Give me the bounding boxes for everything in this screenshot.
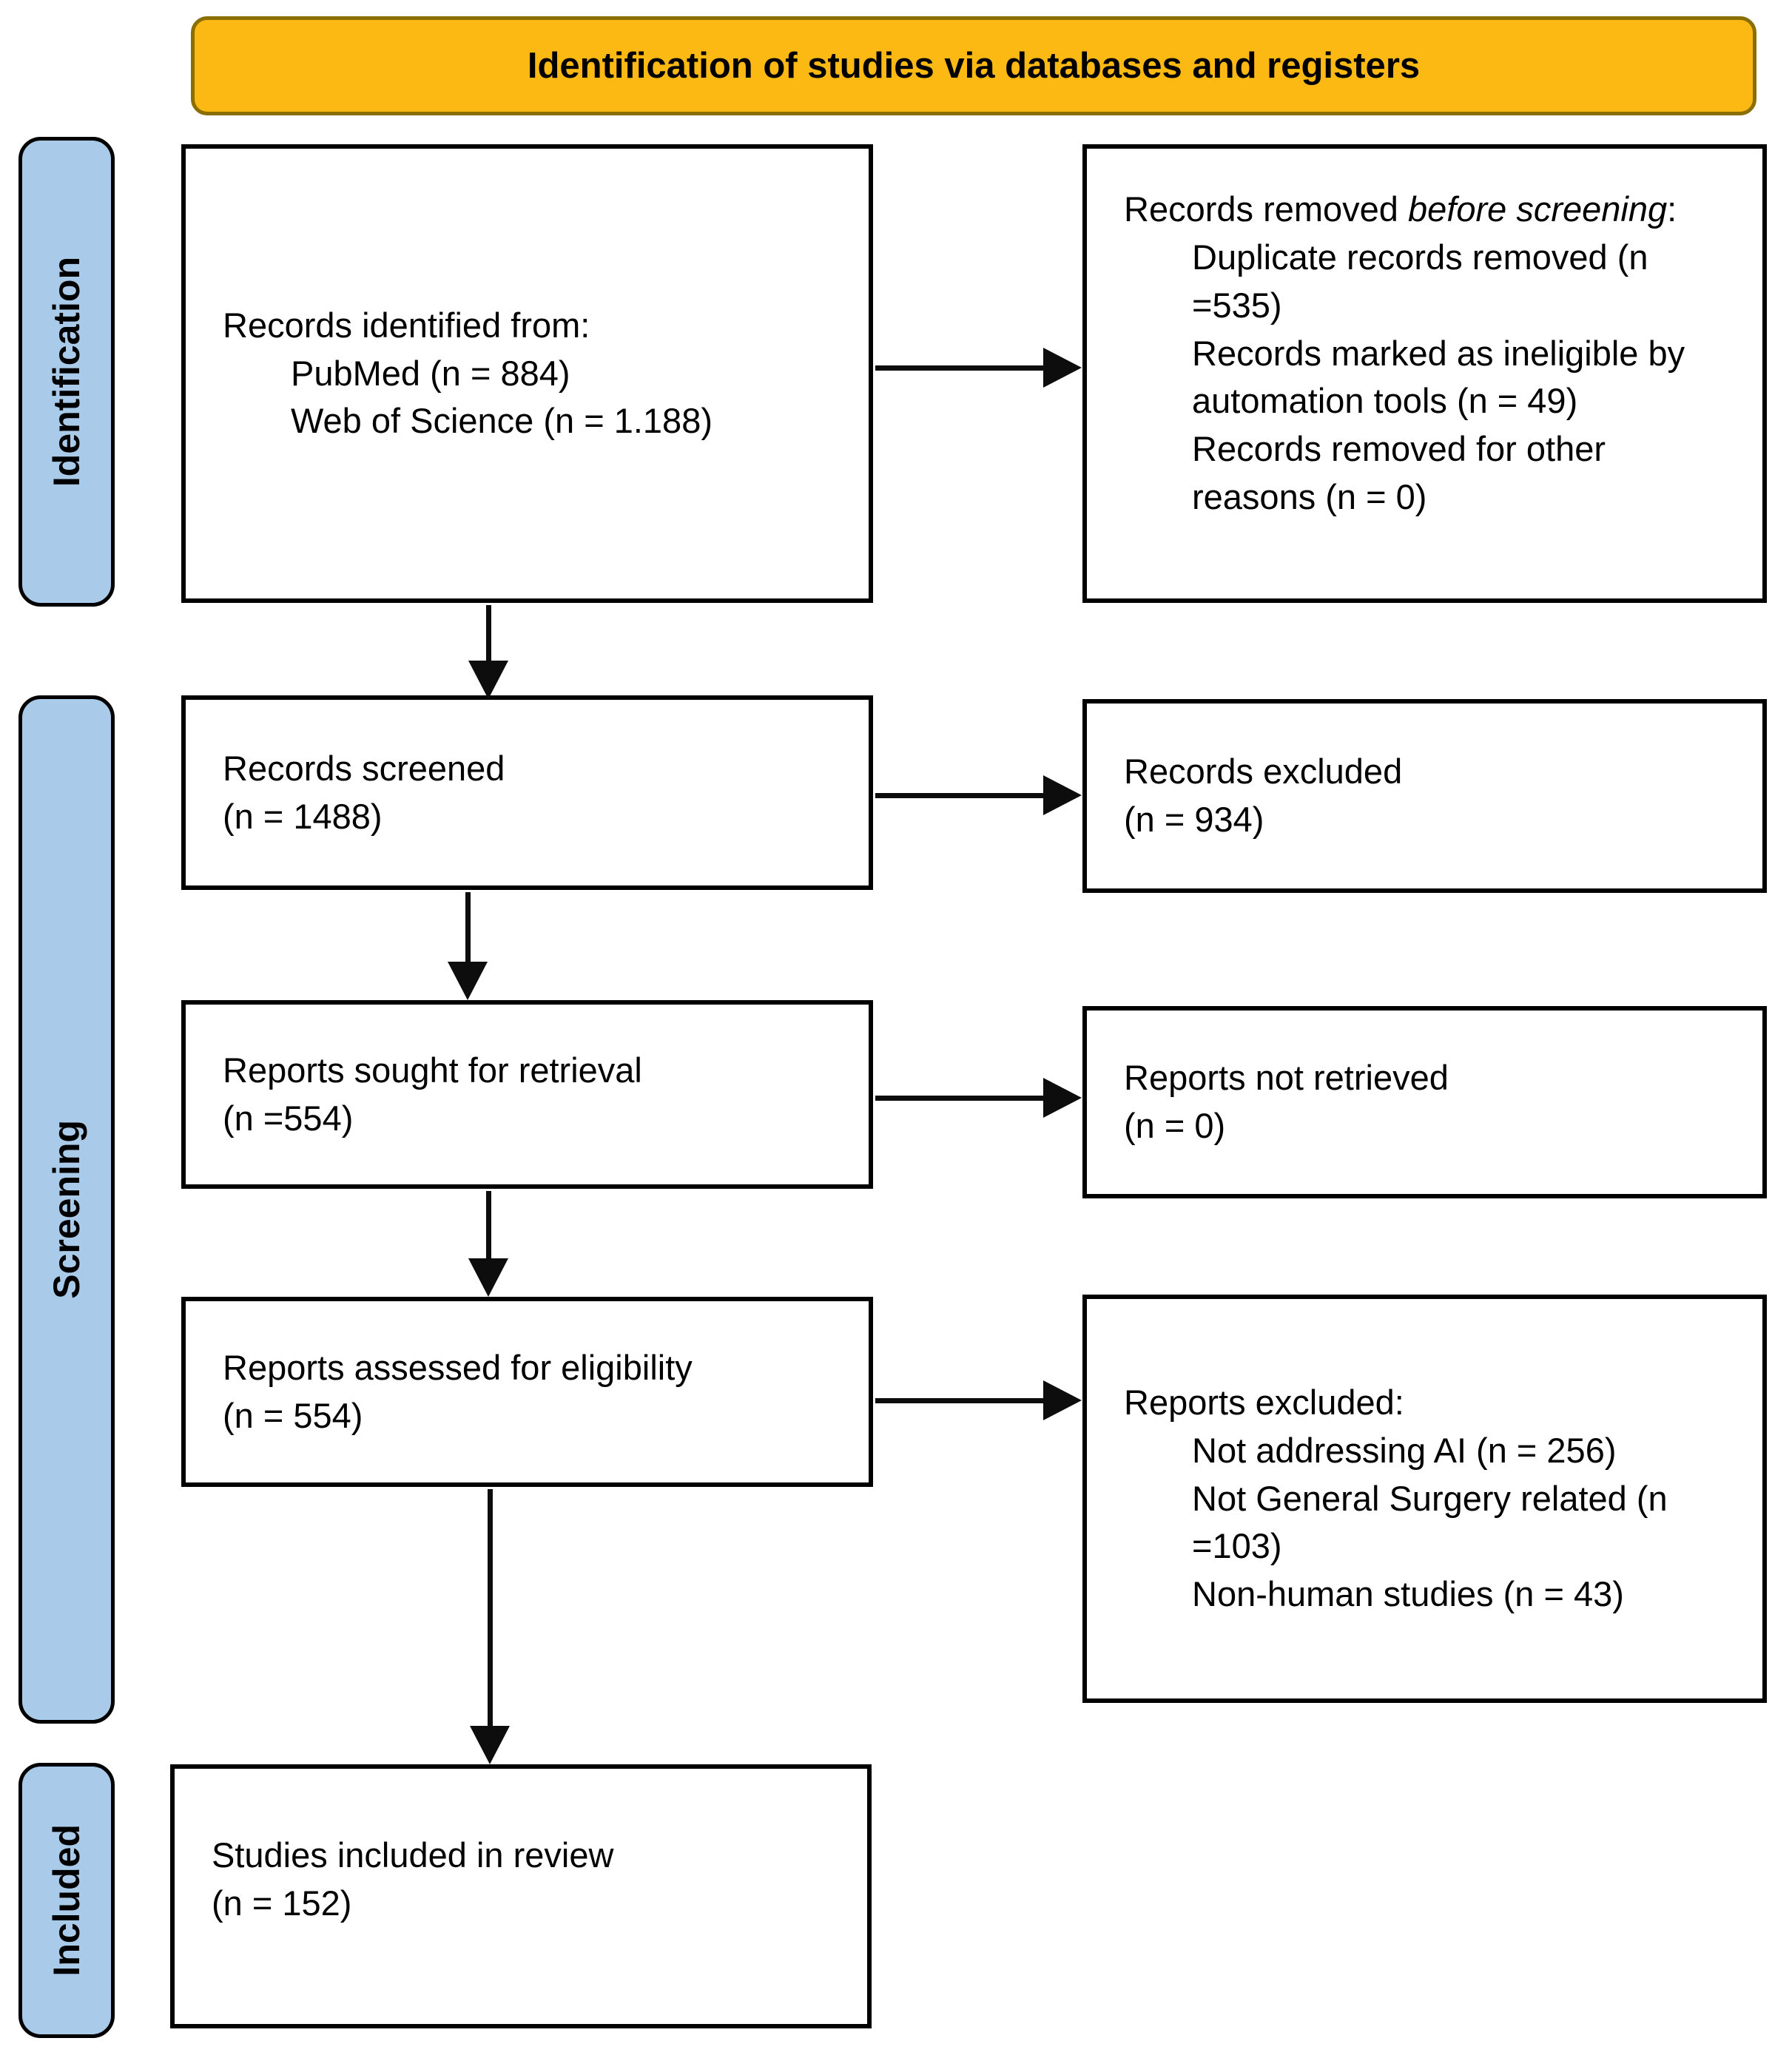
- arrow-screened-to-sought: [465, 892, 471, 963]
- arrow-down-icon: [468, 661, 508, 699]
- reports-not-retrieved-label: Reports not retrieved: [1124, 1058, 1449, 1098]
- arrow-screened-to-excluded: [875, 793, 1045, 798]
- records-removed-item-duplicates: Duplicate records removed (n =535): [1192, 237, 1648, 325]
- records-removed-heading: Records removed before screening:: [1124, 186, 1736, 234]
- arrow-right-icon: [1043, 348, 1082, 388]
- records-screened-label: Records screened: [223, 748, 505, 788]
- box-records-screened: Records screened (n = 1488): [181, 695, 873, 890]
- arrow-sought-to-not-retrieved: [875, 1096, 1045, 1101]
- arrow-down-icon: [470, 1726, 510, 1764]
- header-title: Identification of studies via databases …: [527, 46, 1421, 86]
- records-screened-count: (n = 1488): [223, 796, 383, 836]
- reports-not-retrieved-count: (n = 0): [1124, 1106, 1226, 1145]
- arrow-right-icon: [1043, 1078, 1082, 1118]
- records-removed-heading-italic: before screening: [1408, 189, 1668, 229]
- reports-assessed-label: Reports assessed for eligibility: [223, 1347, 693, 1387]
- records-identified-item-pubmed: PubMed (n = 884): [291, 353, 570, 393]
- box-studies-included: Studies included in review (n = 152): [170, 1764, 872, 2028]
- box-reports-sought: Reports sought for retrieval (n =554): [181, 1000, 873, 1189]
- records-excluded-label: Records excluded: [1124, 752, 1403, 792]
- reports-excluded-item-surgery: Not General Surgery related (n =103): [1192, 1478, 1668, 1566]
- records-excluded-count: (n = 934): [1124, 800, 1264, 839]
- header-banner: Identification of studies via databases …: [191, 16, 1756, 115]
- studies-included-label: Studies included in review: [212, 1835, 614, 1875]
- box-reports-not-retrieved: Reports not retrieved (n = 0): [1082, 1006, 1767, 1198]
- reports-sought-label: Reports sought for retrieval: [223, 1050, 642, 1090]
- studies-included-count: (n = 152): [212, 1883, 352, 1923]
- records-identified-heading: Records identified from:: [223, 305, 590, 345]
- stage-bar-included: Included: [18, 1763, 115, 2038]
- box-records-identified: Records identified from: PubMed (n = 884…: [181, 144, 873, 603]
- reports-assessed-count: (n = 554): [223, 1395, 363, 1435]
- records-removed-item-other: Records removed for other reasons (n = 0…: [1192, 429, 1606, 517]
- reports-sought-count: (n =554): [223, 1098, 354, 1138]
- box-reports-assessed: Reports assessed for eligibility (n = 55…: [181, 1297, 873, 1487]
- records-removed-item-automation: Records marked as ineligible by automati…: [1192, 333, 1685, 421]
- arrow-down-icon: [448, 962, 488, 1000]
- reports-excluded-item-ai: Not addressing AI (n = 256): [1192, 1430, 1617, 1470]
- records-removed-heading-text: Records removed: [1124, 189, 1408, 229]
- reports-excluded-heading: Reports excluded:: [1124, 1382, 1404, 1422]
- arrow-assessed-to-included: [488, 1489, 493, 1727]
- box-reports-excluded: Reports excluded: Not addressing AI (n =…: [1082, 1295, 1767, 1703]
- arrow-right-icon: [1043, 1380, 1082, 1420]
- stage-bar-screening: Screening: [18, 695, 115, 1724]
- arrow-assessed-to-reports-excluded: [875, 1398, 1045, 1403]
- records-identified-item-wos: Web of Science (n = 1.188): [291, 401, 713, 441]
- arrow-identified-to-screened: [486, 605, 491, 662]
- arrow-down-icon: [468, 1258, 508, 1297]
- records-removed-heading-colon: :: [1667, 189, 1677, 229]
- box-records-removed: Records removed before screening: Duplic…: [1082, 144, 1767, 603]
- stage-label-identification: Identification: [46, 256, 87, 487]
- arrow-identified-to-removed: [875, 365, 1045, 371]
- arrow-sought-to-assessed: [486, 1191, 491, 1260]
- stage-bar-identification: Identification: [18, 137, 115, 607]
- reports-excluded-item-nonhuman: Non-human studies (n = 43): [1192, 1574, 1624, 1614]
- stage-label-included: Included: [46, 1824, 87, 1977]
- arrow-right-icon: [1043, 775, 1082, 815]
- stage-label-screening: Screening: [46, 1120, 87, 1299]
- box-records-excluded: Records excluded (n = 934): [1082, 699, 1767, 893]
